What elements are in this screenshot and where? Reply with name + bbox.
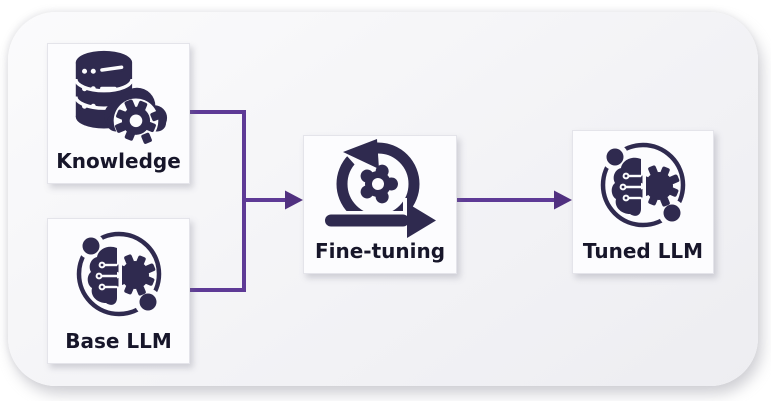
node-label-base-llm: Base LLM [65,329,172,353]
node-knowledge: Knowledge [47,43,190,184]
node-fine-tuning: Fine-tuning [303,135,457,274]
node-label-tuned-llm: Tuned LLM [582,239,704,263]
node-label-fine-tuning: Fine-tuning [314,239,446,263]
node-tuned-llm: Tuned LLM [572,130,714,274]
database-gear-icon [48,44,189,149]
brain-circuit-gear-icon [48,219,189,329]
brain-circuit-gear-icon [573,131,713,239]
node-base-llm: Base LLM [47,218,190,364]
iterative-loop-gear-icon [304,136,456,239]
node-label-knowledge: Knowledge [56,149,181,173]
